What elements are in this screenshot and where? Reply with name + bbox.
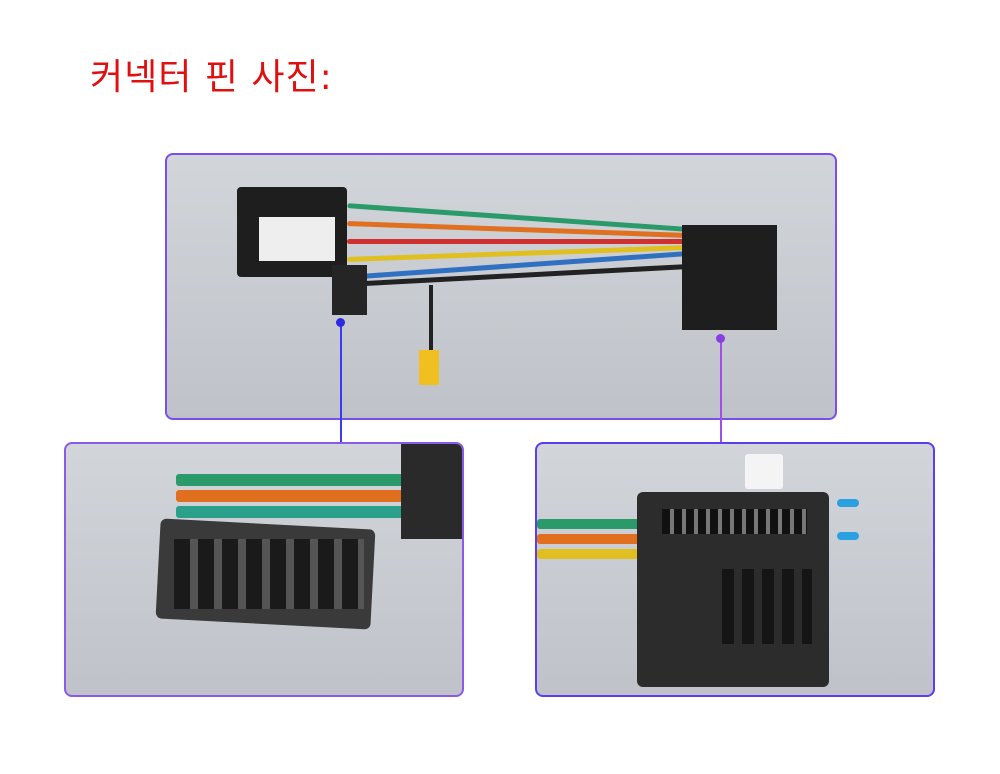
pointer-dot-left: [336, 318, 345, 327]
page-title: 커넥터 핀 사진:: [90, 57, 333, 98]
right-connector-photo: [535, 442, 935, 697]
blue-terminal: [837, 532, 859, 540]
rca-plug: [419, 350, 439, 385]
white-plug: [745, 454, 783, 489]
box-label: [259, 217, 335, 261]
pointer-dot-right: [716, 334, 725, 343]
harness-overview-photo: [165, 153, 837, 420]
quadlock-connector: [682, 225, 777, 330]
left-connector-photo: [64, 442, 464, 697]
16-pin-plug: [332, 265, 367, 315]
connector-line-left: [340, 322, 342, 442]
connector-line-right: [720, 338, 722, 442]
blue-terminal: [837, 499, 859, 507]
rca-cable: [429, 285, 433, 355]
